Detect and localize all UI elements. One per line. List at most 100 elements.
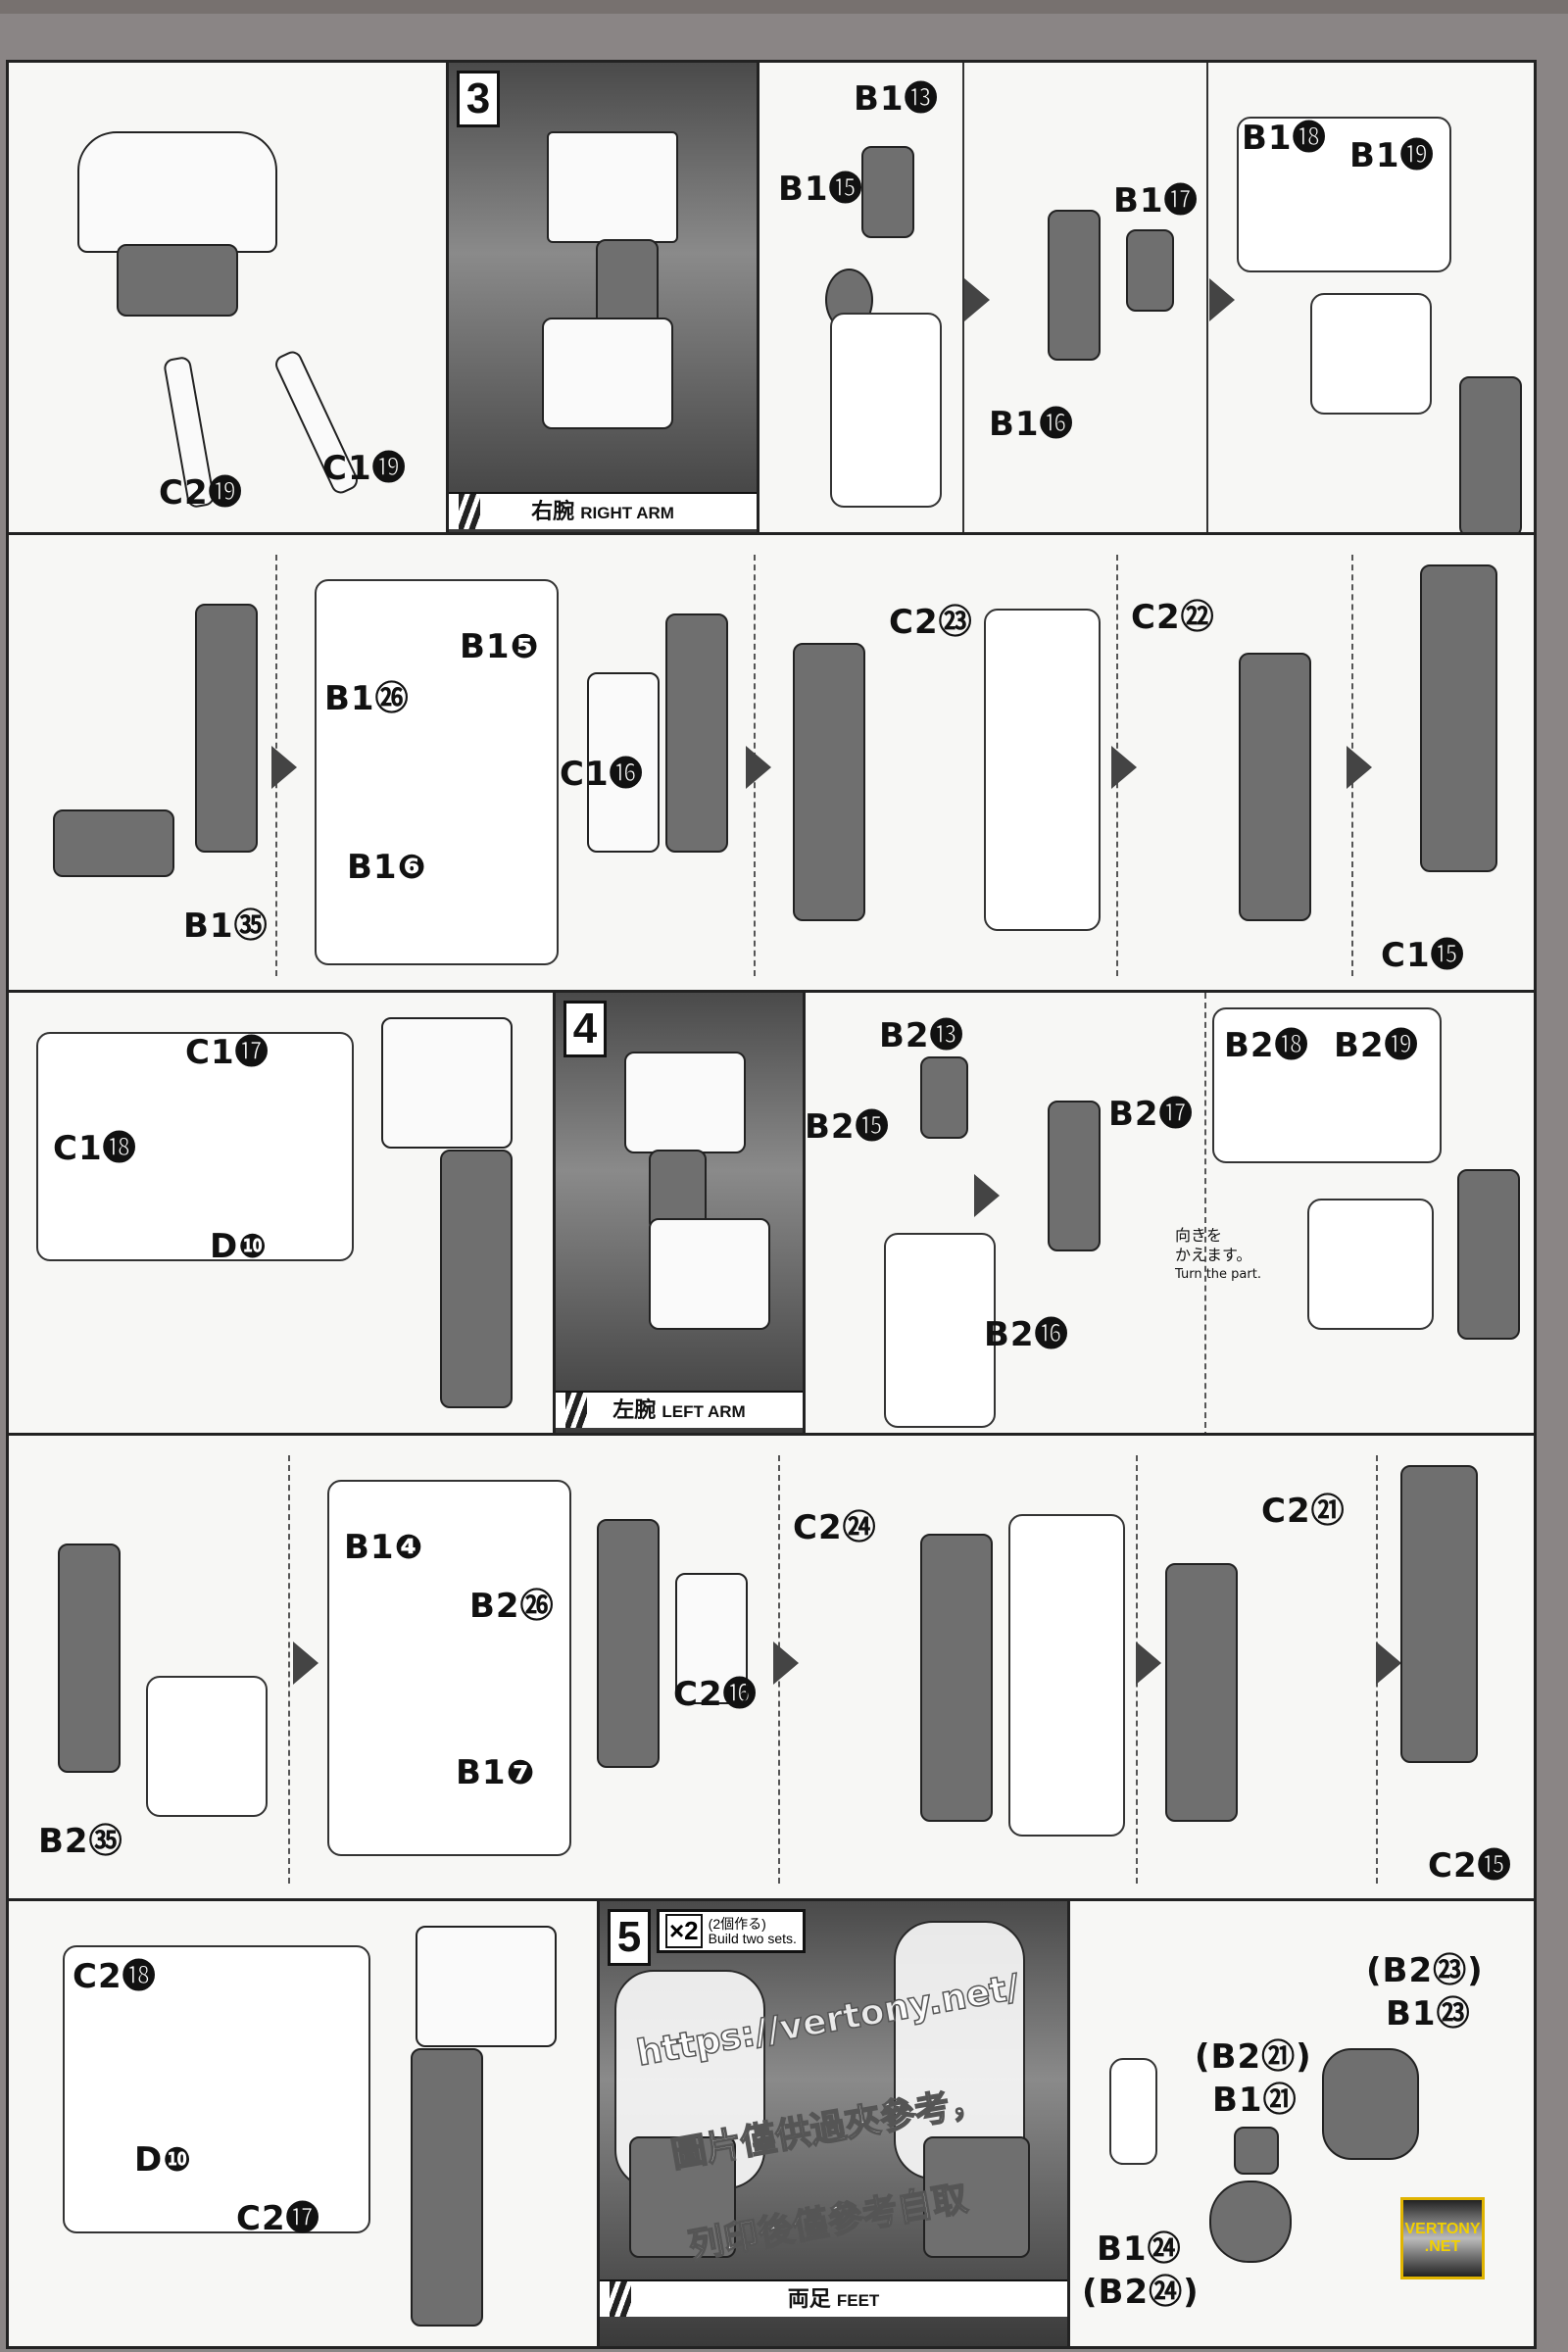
caption-jp: 右腕	[531, 499, 575, 523]
part-label: C2㉒	[1131, 598, 1215, 637]
logo-text: VERTONY	[1404, 2221, 1481, 2237]
part-shape	[1322, 2048, 1419, 2160]
part-label: B1⓯	[778, 170, 863, 209]
detail-bubble	[830, 313, 942, 508]
part-label: C2⓲	[73, 1957, 157, 1996]
part-label: B1❹	[344, 1528, 424, 1567]
step-number: 4	[564, 1001, 607, 1057]
caption-jp: 両足	[787, 2286, 831, 2311]
next-arrow	[1111, 746, 1137, 789]
part-shape	[1459, 376, 1522, 537]
divider	[1206, 63, 1208, 539]
row-4: B2㉟ B1❹ B2㉖ B1❼ C2⓰ C2㉔ C2㉑ C2⓯	[6, 1433, 1537, 1906]
caption-en: FEET	[836, 2291, 880, 2310]
part-label: C1⓯	[1381, 936, 1465, 975]
part-label: B1⓳	[1349, 136, 1435, 175]
arm-part	[793, 643, 865, 921]
part-label: B1⓲	[1242, 119, 1327, 158]
detail-bubble	[1237, 117, 1451, 272]
part-shape	[1126, 229, 1174, 312]
part-label: B1㉔	[1097, 2230, 1182, 2269]
part-label: B2㉖	[469, 1587, 555, 1626]
row-3: C1⓱ C1⓲ D❿ 4 左腕 LEFT ARM 向きを かえます。 Turn …	[6, 990, 1537, 1441]
instruction-page: C2⓳ C1⓳ 3 右腕 RIGHT ARM B1⓭ B1⓯ B1⓱ B1⓰ B…	[0, 14, 1568, 2352]
step-4-panel: 4 左腕 LEFT ARM	[553, 993, 806, 1438]
arm-elbow	[596, 239, 659, 331]
arm-forearm	[542, 318, 673, 429]
detail-bubble	[327, 1480, 571, 1856]
part-label: B2⓲	[1224, 1026, 1309, 1065]
part-label: B2⓱	[1108, 1095, 1194, 1134]
part-shape	[920, 1056, 968, 1139]
arm-part	[58, 1544, 121, 1773]
part-label: B1❺	[460, 627, 540, 666]
detail-bubble	[1307, 1199, 1434, 1330]
part-label: (B2㉔)	[1082, 2273, 1200, 2312]
next-arrow	[974, 1174, 1000, 1217]
arm-forearm	[649, 1218, 770, 1330]
part-label: C2⓰	[673, 1675, 758, 1714]
vertony-logo: VERTONY .NET	[1400, 2197, 1485, 2279]
detail-bubble	[1310, 293, 1432, 415]
count-jp: (2個作る)	[708, 1915, 766, 1932]
next-arrow	[964, 278, 990, 321]
part-label: B1㉟	[183, 906, 269, 946]
divider	[962, 63, 964, 539]
part-label: C2㉓	[889, 603, 973, 642]
build-count-badge: ×2 (2個作る)Build two sets.	[657, 1909, 806, 1953]
next-arrow	[293, 1642, 318, 1685]
detail-bubble	[884, 1233, 996, 1428]
row-5: C2⓲ D❿ C2⓱ 5 ×2 (2個作る)Build two sets. 両足…	[6, 1898, 1537, 2349]
part-label: B1⓱	[1113, 181, 1199, 220]
part-shape	[861, 146, 914, 238]
body-part	[77, 131, 277, 253]
part-label: B1⓰	[989, 405, 1074, 444]
detail-bubble	[146, 1676, 268, 1817]
step-caption: 両足 FEET	[600, 2279, 1067, 2317]
part-label: C1⓰	[560, 755, 644, 794]
logo-text: .NET	[1424, 2238, 1461, 2255]
detail-bubble	[1109, 2058, 1157, 2165]
step-caption: 左腕 LEFT ARM	[556, 1391, 803, 1428]
next-arrow	[1136, 1642, 1161, 1685]
part-label: C2⓱	[236, 2199, 320, 2238]
part-label: (B2㉓)	[1366, 1951, 1484, 1990]
armor-part	[675, 1573, 748, 1704]
arm-shoulder	[624, 1052, 746, 1153]
note-en: Turn the part.	[1175, 1267, 1261, 1282]
caption-jp: 左腕	[612, 1397, 657, 1422]
part-label: D❿	[134, 2140, 193, 2180]
foot-part	[629, 2136, 736, 2258]
part-label: B2㉟	[38, 1822, 123, 1861]
part-label: C2⓳	[159, 473, 243, 513]
detail-bubble	[36, 1032, 354, 1261]
next-arrow	[1209, 278, 1235, 321]
detail-bubble	[1212, 1007, 1442, 1163]
divider	[288, 1455, 290, 1884]
count-en: Build two sets.	[708, 1930, 797, 1946]
note-jp: 向きを	[1175, 1226, 1223, 1245]
step-3-panel: 3 右腕 RIGHT ARM	[446, 63, 760, 539]
part-label: B2⓰	[984, 1315, 1069, 1354]
caption-en: RIGHT ARM	[580, 504, 674, 522]
detail-bubble	[1008, 1514, 1125, 1837]
next-arrow	[773, 1642, 799, 1685]
part-label: B2⓭	[879, 1016, 964, 1055]
arm-part	[1239, 653, 1311, 921]
step-5-panel: 5 ×2 (2個作る)Build two sets. 両足 FEET	[597, 1901, 1070, 2346]
part-label: B1㉖	[324, 679, 410, 718]
arm-part	[1400, 1465, 1478, 1763]
part-label: B1❻	[347, 848, 427, 887]
next-arrow	[271, 746, 297, 789]
arm-part	[1165, 1563, 1238, 1822]
armor-part	[587, 672, 660, 853]
part-shape	[1048, 210, 1101, 361]
part-label: B1❼	[456, 1753, 536, 1792]
arm-part	[597, 1519, 660, 1768]
row-1: C2⓳ C1⓳ 3 右腕 RIGHT ARM B1⓭ B1⓯ B1⓱ B1⓰ B…	[6, 60, 1537, 542]
arm-shoulder	[547, 131, 678, 243]
multiplier: ×2	[665, 1914, 703, 1948]
step-caption: 右腕 RIGHT ARM	[449, 492, 757, 529]
turn-part-note: 向きを かえます。 Turn the part.	[1175, 1226, 1261, 1285]
step-number: 5	[608, 1909, 651, 1966]
